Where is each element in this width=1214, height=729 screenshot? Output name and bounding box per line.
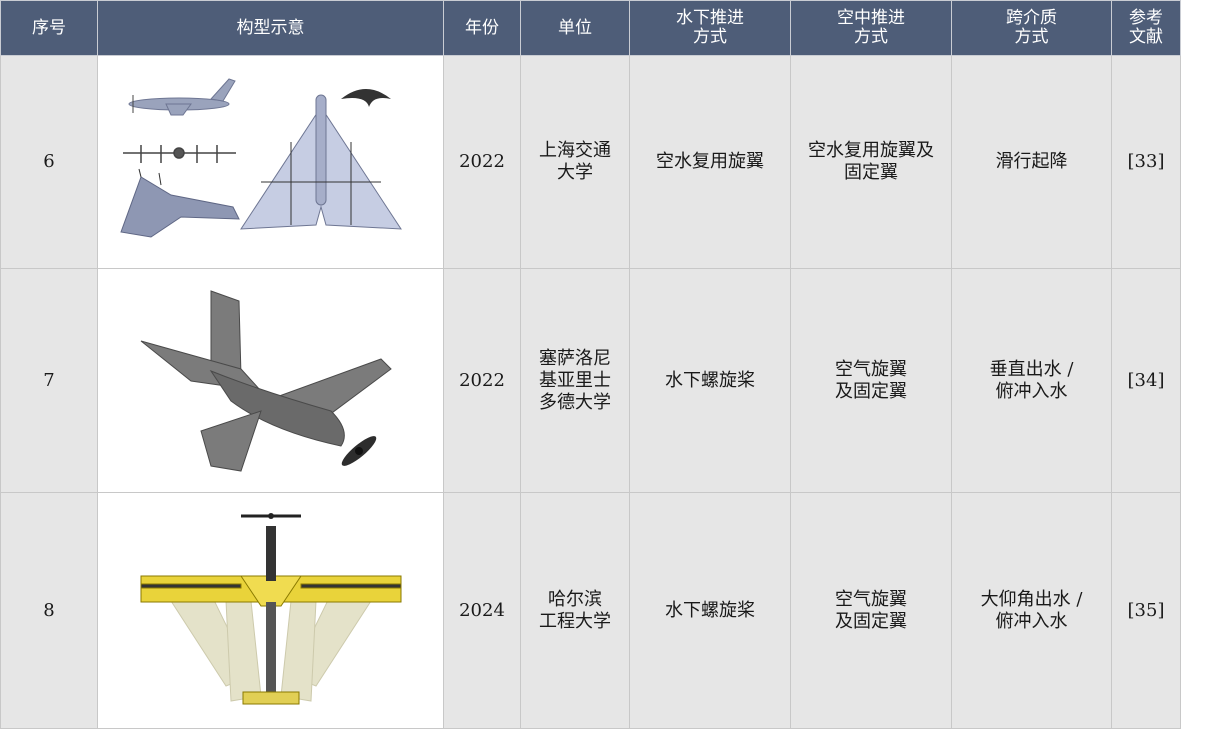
header-transition: 跨介质 方式	[951, 0, 1112, 56]
air-cell: 空气旋翼 及固定翼	[790, 492, 952, 729]
ref-cell: [33]	[1111, 55, 1181, 269]
underwater-cell: 水下螺旋桨	[629, 268, 791, 493]
air-cell: 空气旋翼 及固定翼	[790, 268, 952, 493]
year-cell: 2024	[443, 492, 521, 729]
top-view	[239, 94, 402, 230]
transition-cell: 大仰角出水 / 俯冲入水	[951, 492, 1112, 729]
header-ref: 参考 文献	[1111, 0, 1181, 56]
underwater-cell: 空水复用旋翼	[629, 55, 791, 269]
ref-cell: [35]	[1111, 492, 1181, 729]
side-view	[128, 78, 236, 116]
unit-cell: 上海交通 大学	[520, 55, 630, 269]
manta-ray	[340, 89, 391, 107]
comparison-table: 序号 构型示意 年份 单位 水下推进 方式 空中推进 方式 跨介质 方式 参考 …	[0, 0, 1181, 729]
figure-cell	[97, 268, 444, 493]
header-air: 空中推进 方式	[790, 0, 952, 56]
air-cell: 空水复用旋翼及 固定翼	[790, 55, 952, 269]
unit-cell: 塞萨洛尼 基亚里士 多德大学	[520, 268, 630, 493]
gray-swept-wing-aircraft-icon	[140, 289, 392, 472]
header-underwater: 水下推进 方式	[629, 0, 791, 56]
row-number: 7	[0, 268, 98, 493]
table-row: 8	[0, 492, 1181, 729]
figure-cell	[97, 492, 444, 729]
header-unit: 单位	[520, 0, 630, 56]
figure-cell	[97, 55, 444, 269]
underwater-cell: 水下螺旋桨	[629, 492, 791, 729]
row-number: 6	[0, 55, 98, 269]
header-no: 序号	[0, 0, 98, 56]
row-number: 8	[0, 492, 98, 729]
iso-view	[119, 168, 240, 238]
table-row: 7	[0, 268, 1181, 493]
yellow-morphing-wing-aircraft-icon	[140, 512, 401, 704]
unit-cell: 哈尔滨 工程大学	[520, 492, 630, 729]
header-row: 序号 构型示意 年份 单位 水下推进 方式 空中推进 方式 跨介质 方式 参考 …	[0, 0, 1181, 56]
year-cell: 2022	[443, 268, 521, 493]
transition-cell: 滑行起降	[951, 55, 1112, 269]
transition-cell: 垂直出水 / 俯冲入水	[951, 268, 1112, 493]
ref-cell: [34]	[1111, 268, 1181, 493]
year-cell: 2022	[443, 55, 521, 269]
header-figure: 构型示意	[97, 0, 444, 56]
table-row: 6	[0, 55, 1181, 269]
header-year: 年份	[443, 0, 521, 56]
front-view	[122, 145, 236, 163]
multi-view-flying-wing-drone-icon	[119, 78, 402, 238]
